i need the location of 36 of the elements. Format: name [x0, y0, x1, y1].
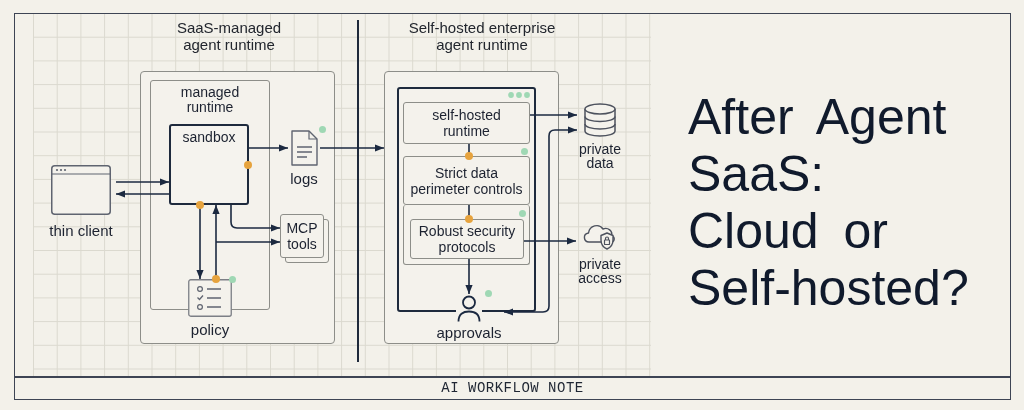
icon-caption: private data [578, 142, 622, 170]
icon-caption: private access [577, 257, 623, 285]
node-label: Strict data perimeter controls [409, 164, 524, 197]
node-label: self-hosted runtime [431, 107, 502, 139]
process-box [410, 219, 524, 259]
icon-caption: logs [290, 170, 318, 187]
panel-heading: SaaS-managed agent runtime [175, 19, 283, 53]
icon-caption: policy [190, 321, 230, 338]
arrow [115, 190, 170, 198]
arrow [529, 111, 578, 119]
container-box [397, 87, 536, 312]
arrow [115, 178, 170, 186]
arrow [319, 144, 385, 152]
connector-line [465, 204, 473, 223]
container-box [150, 80, 270, 310]
panel-heading: Self-hosted enterprise agent runtime [407, 19, 557, 53]
node-label: MCP tools [285, 220, 319, 252]
icon-caption: approvals [436, 324, 502, 341]
connector-line [465, 143, 473, 160]
box-title: managed runtime [179, 85, 241, 115]
node-label: Robust security protocols [417, 223, 517, 255]
arrow [248, 144, 289, 152]
box-title: sandbox [182, 129, 236, 145]
arrow [465, 258, 473, 295]
tool-card [280, 214, 324, 258]
double-arrow [503, 126, 578, 316]
title: After Agent SaaS: Cloud or Self-hosted? [688, 89, 970, 317]
process-box [403, 156, 530, 205]
footer-note: AI WORKFLOW NOTE [441, 378, 584, 398]
arrow [523, 237, 577, 245]
process-box [403, 102, 530, 144]
icon-caption: thin client [49, 222, 113, 239]
sandbox-box [169, 124, 249, 205]
arrow [230, 204, 281, 232]
arrow [196, 201, 204, 280]
container-box [403, 205, 530, 265]
